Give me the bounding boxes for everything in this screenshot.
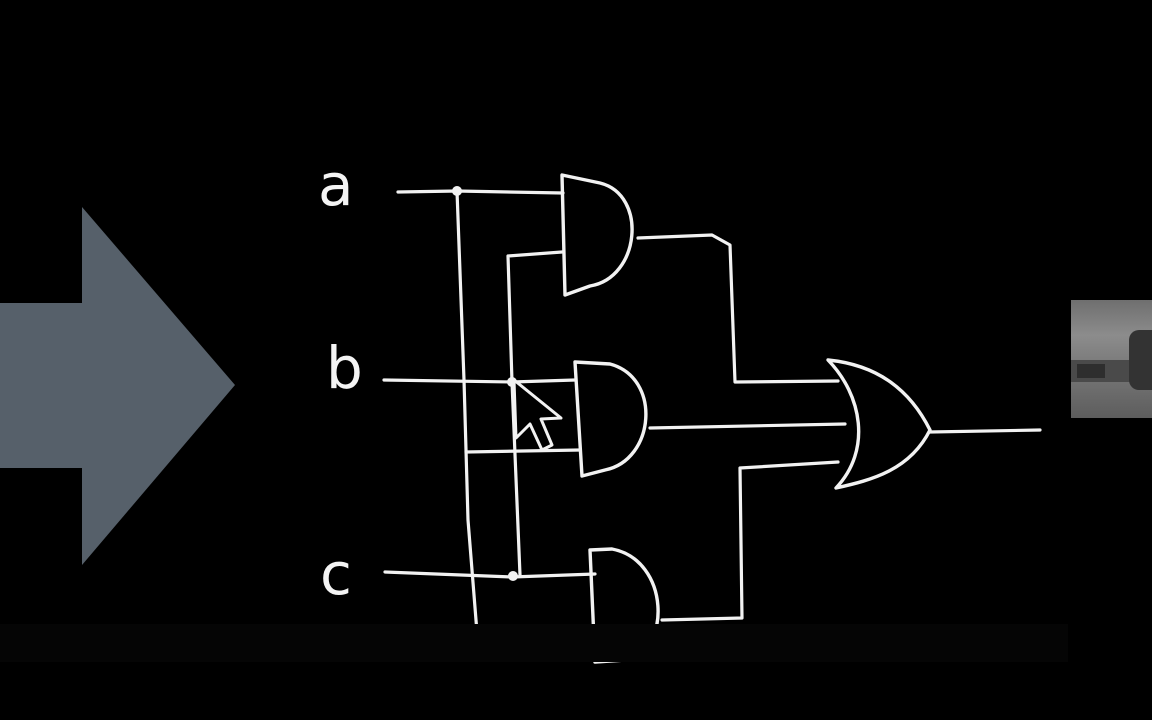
input-label-b: b [326, 334, 363, 402]
wire-and2-to-or [648, 422, 847, 430]
mouse-pointer-icon [512, 378, 563, 452]
wire-a [396, 189, 565, 195]
video-bottom-band [0, 624, 1068, 662]
wire-and3-to-or [660, 460, 840, 622]
and-gate-2 [573, 360, 648, 478]
wire-output [928, 428, 1042, 434]
junction-c [508, 571, 518, 581]
input-label-a: a [318, 151, 354, 219]
wire-a-to-and2 [464, 448, 582, 454]
bus-b-vertical [506, 250, 564, 577]
or-gate [826, 358, 932, 490]
and-gate-1 [560, 173, 634, 297]
webcam-thumbnail[interactable] [1071, 300, 1152, 418]
junction-a [452, 186, 462, 196]
wire-c [383, 570, 597, 579]
right-arrow-icon[interactable] [0, 207, 235, 565]
webcam-monitor [1077, 364, 1105, 378]
webcam-person [1129, 330, 1152, 390]
wire-and1-to-or [636, 233, 840, 384]
wire-b [382, 378, 577, 384]
input-label-c: c [320, 540, 352, 608]
